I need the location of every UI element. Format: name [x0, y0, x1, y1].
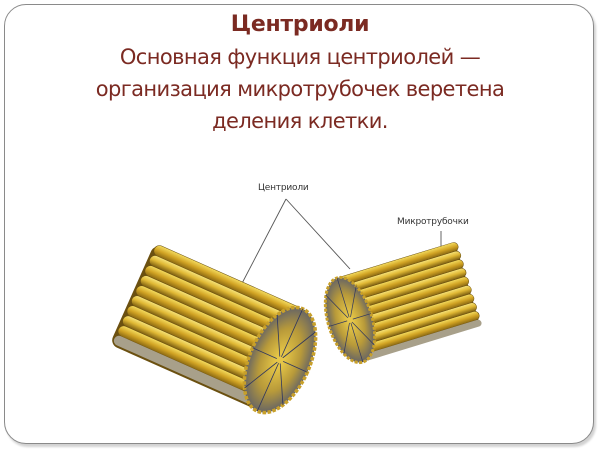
title-block: Центриоли Основная функция центриолей — … [0, 12, 600, 137]
slide-title: Центриоли [230, 12, 370, 37]
centriole-diagram: Центриоли Микротрубочки [0, 160, 600, 451]
subtitle-line: деления клетки. [212, 109, 388, 133]
label-centrioles: Центриоли [258, 183, 309, 193]
label-microtubules: Микротрубочки [397, 217, 469, 227]
slide-subtitle: Основная функция центриолей — организаци… [0, 41, 600, 137]
centriole-right [323, 242, 482, 365]
centriole-left [112, 245, 318, 415]
subtitle-line: организация микротрубочек веретена [95, 77, 505, 101]
centriole-illustration [112, 198, 482, 415]
subtitle-line: Основная функция центриолей — [119, 45, 481, 69]
